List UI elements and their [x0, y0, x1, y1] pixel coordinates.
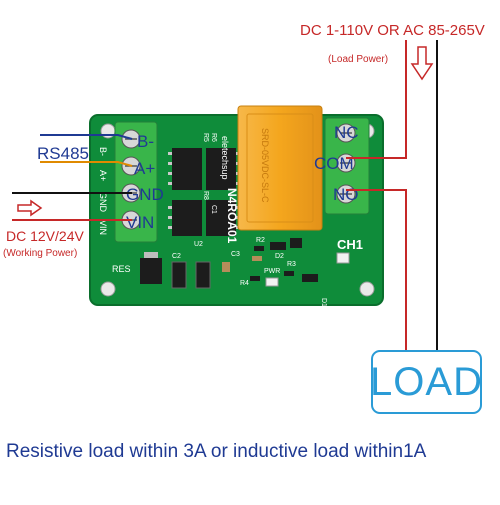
capacitor-c3 [195, 261, 211, 289]
relay-print: SRD-05VDC-SL-C [260, 128, 270, 203]
terminal-nc: NC [334, 123, 359, 142]
load-power-label: DC 1-110V OR AC 85-265V [300, 22, 485, 39]
terminal-b-minus: B- [137, 132, 154, 151]
terminal-a-plus: A+ [134, 159, 155, 178]
terminal-no: NO [333, 185, 359, 204]
silk-r8: R8 [202, 191, 209, 200]
relay [237, 105, 323, 231]
terminal-vin: VIN [126, 213, 154, 232]
silk-r5: R5 [202, 133, 209, 142]
silk-left-1: A+ [98, 170, 108, 181]
silk-channel: CH1 [337, 237, 363, 252]
chip-u2 [206, 148, 236, 190]
silk-u2: U2 [194, 241, 203, 248]
component-c-mid [252, 256, 262, 261]
ch1-led [336, 252, 350, 264]
silk-r3: R3 [287, 261, 296, 268]
wire-com [346, 40, 407, 159]
wire-no [346, 189, 407, 350]
caption: Resistive load within 3A or inductive lo… [6, 441, 427, 462]
silk-c1: C1 [210, 205, 217, 214]
working-voltage-label: DC 12V/24V [6, 228, 84, 244]
wire-a-plus [40, 161, 133, 167]
silk-pwr: PWR [264, 268, 280, 275]
silk-left-0: B- [98, 147, 108, 156]
diode-d1 [302, 274, 318, 282]
silk-d1: D1 [320, 298, 327, 307]
silk-brand: eletechsup [220, 136, 230, 180]
resistor-r3 [284, 271, 294, 276]
power-in-arrow [17, 199, 43, 217]
silk-left-2: GND [98, 192, 108, 213]
left-terminal-block [114, 121, 158, 243]
diode-d2 [270, 242, 286, 250]
silk-r4: R4 [240, 280, 249, 287]
silk-c2: C2 [172, 253, 181, 260]
mount-hole-bottom-left [100, 281, 116, 297]
silk-d2: D2 [275, 253, 284, 260]
working-power-note: (Working Power) [3, 248, 78, 259]
capacitor-c2 [171, 261, 187, 289]
regulator [140, 258, 162, 284]
load-box: LOAD [370, 350, 483, 414]
resistor-r2 [254, 246, 264, 251]
load-label: LOAD [370, 359, 483, 404]
silk-left-3: VIN [98, 220, 108, 235]
capacitor-small [222, 262, 230, 272]
silk-res: RES [112, 264, 131, 274]
chip-u1 [172, 148, 202, 190]
terminal-com: COM [314, 154, 354, 173]
silk-model: N4ROA01 [225, 188, 239, 244]
chip-u3 [172, 200, 202, 236]
silk-r2: R2 [256, 237, 265, 244]
chip-u4 [206, 200, 236, 236]
wire-b-minus [40, 134, 133, 140]
silk-c3: C3 [231, 251, 240, 258]
load-power-note: (Load Power) [328, 54, 389, 65]
resistor-r4 [250, 276, 260, 281]
transistor [290, 238, 302, 248]
mount-hole-bottom-right [359, 281, 375, 297]
terminal-gnd: GND [126, 185, 164, 204]
silk-r6: R6 [210, 133, 217, 142]
pwr-led [265, 277, 279, 287]
load-power-arrow [410, 46, 434, 81]
rs485-label: RS485 [37, 144, 89, 163]
